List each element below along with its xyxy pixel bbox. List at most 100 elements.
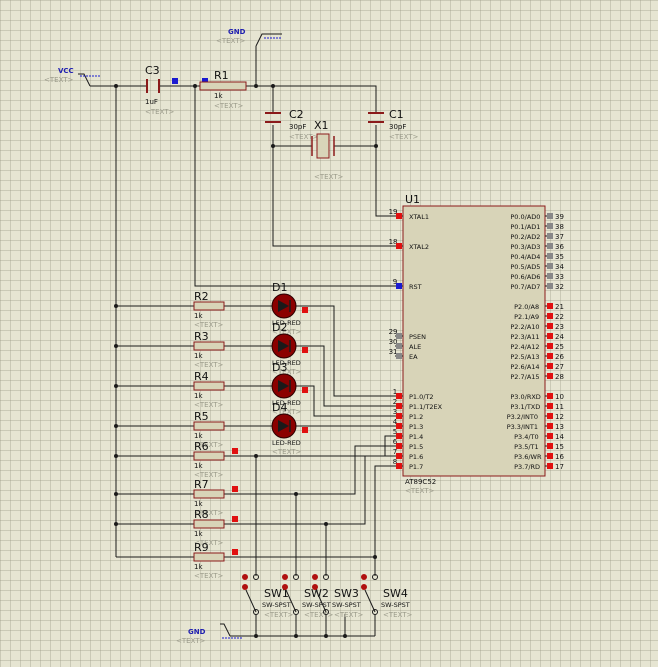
- resistor-placeholder: <TEXT>: [194, 471, 224, 479]
- mcu-pin-left[interactable]: 3P1.2: [393, 408, 423, 421]
- c1-value: 30pF: [389, 123, 406, 131]
- switch-array: SW1SW-SPST<TEXT>SW2SW-SPST<TEXT>SW3SW-SP…: [242, 574, 413, 619]
- resistor-ref: R2: [194, 290, 209, 303]
- c3-ref: C3: [145, 64, 160, 77]
- pin-marker: [232, 549, 238, 555]
- pin-number: 1: [393, 388, 397, 396]
- mcu-u1[interactable]: U1 AT89C52 <TEXT> 19XTAL118XTAL29RST29PS…: [389, 193, 565, 495]
- switch-ref: SW3: [334, 587, 359, 600]
- mcu-pin-left[interactable]: 5P1.4: [393, 428, 423, 441]
- mcu-pin-left[interactable]: 8P1.7: [393, 458, 423, 471]
- vcc-terminal[interactable]: VCC <TEXT>: [44, 67, 100, 87]
- c2-placeholder: <TEXT>: [289, 133, 319, 141]
- resistor-ref: R7: [194, 478, 209, 491]
- switch-placeholder: <TEXT>: [334, 611, 364, 619]
- pin-marker: [547, 273, 553, 279]
- pin-name: P1.6: [409, 453, 423, 461]
- u1-part: AT89C52: [405, 478, 436, 486]
- capacitor-c3[interactable]: C3 1uF <TEXT>: [145, 64, 208, 116]
- mcu-pin-left[interactable]: 2P1.1/T2EX: [393, 398, 443, 411]
- x1-ref: X1: [314, 119, 329, 132]
- gnd-label-bottom: GND: [188, 628, 206, 636]
- resistor-value: 1k: [194, 563, 203, 571]
- pin-marker: [302, 347, 308, 353]
- pin-name: P0.5/AD5: [510, 263, 540, 271]
- resistor-value: 1k: [194, 462, 203, 470]
- pin-marker: [547, 353, 553, 359]
- switch-value: SW-SPST: [302, 601, 331, 609]
- led-value: LED-RED: [272, 439, 301, 447]
- mcu-pin-left[interactable]: 6P1.5: [393, 438, 423, 451]
- pin-marker: [232, 516, 238, 522]
- pin-name: P3.0/RXD: [510, 393, 540, 401]
- gnd-terminal-bottom[interactable]: GND <TEXT>: [176, 623, 242, 645]
- pin-number: 14: [555, 433, 564, 441]
- mcu-pin-left[interactable]: 1P1.0/T2: [393, 388, 434, 401]
- mcu-pin-left[interactable]: 7P1.6: [393, 448, 423, 461]
- capacitor-c2[interactable]: C2 30pF <TEXT>: [265, 108, 319, 141]
- pin-name: P0.4/AD4: [510, 253, 540, 261]
- crystal-x1[interactable]: X1 <TEXT>: [311, 119, 344, 181]
- pin-name: P1.7: [409, 463, 423, 471]
- pin-name: P2.4/A12: [510, 343, 539, 351]
- mcu-pin-left[interactable]: 4P1.3: [393, 418, 423, 431]
- capacitor-c1[interactable]: C1 30pF <TEXT>: [368, 108, 419, 141]
- switch-ref: SW2: [304, 587, 329, 600]
- resistor-ref: R5: [194, 410, 209, 423]
- pin-name: P2.7/A15: [510, 373, 539, 381]
- pin-marker: [547, 423, 553, 429]
- gnd-terminal-top[interactable]: GND <TEXT>: [216, 28, 282, 47]
- resistor-r1[interactable]: R1 1k <TEXT>: [199, 69, 247, 110]
- led-value: LED-RED: [272, 399, 301, 407]
